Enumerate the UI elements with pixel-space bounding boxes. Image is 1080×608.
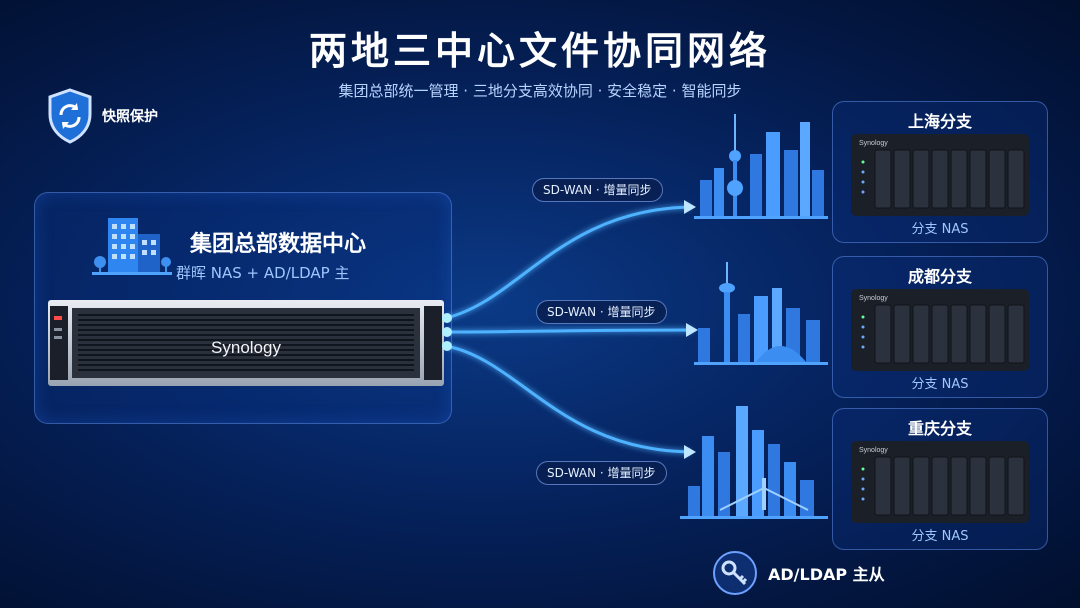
nas-status-led [861,345,865,349]
nas-drive-bay [893,149,911,209]
ad-ldap-badge: AD/LDAP 主从 [712,550,885,596]
rack-vent [78,334,414,336]
nas-drive-bay [969,456,987,516]
rack-vent [78,339,414,341]
rack-vent [78,324,414,326]
skyline-chongqing-icon [680,406,828,519]
snapshot-badge: 快照保护 [46,88,158,144]
nas-drive-bay [988,456,1006,516]
branch-panel-shanghai: 上海分支 Synology 分支 NAS [832,101,1048,243]
nas-drive-bay [931,149,949,209]
nas-drive-bay [988,304,1006,364]
nas-status-led [861,335,865,339]
nas-drive-bay [893,456,911,516]
nas-device-icon: Synology [851,441,1029,523]
page-subtitle: 集团总部统一管理 · 三地分支高效协同 · 安全稳定 · 智能同步 [338,82,742,100]
nas-drive-bay [874,304,892,364]
skyline-shanghai-icon [694,114,828,219]
nas-drive-bay [969,304,987,364]
nas-device-icon: Synology [851,289,1029,371]
key-icon [713,551,757,595]
branch-name: 重庆分支 [907,419,972,438]
nas-drive-bay [874,149,892,209]
nas-status-led [861,170,865,174]
svg-text:Synology: Synology [859,140,888,147]
rack-vent [78,314,414,316]
rack-vent [78,349,414,351]
nas-drive-bay [912,149,930,209]
nas-drive-bay [912,304,930,364]
arrow-head-chengdu [686,323,698,337]
page-title: 两地三中心文件协同网络 [308,29,771,73]
rack-server: Synology [48,300,444,386]
branch-nas-label: 分支 NAS [911,222,969,237]
nas-status-led [861,467,865,471]
snapshot-label: 快照保护 [102,109,158,125]
svg-text:Synology: Synology [859,447,888,454]
link-line-chongqing [445,344,691,454]
rack-brand: Synology [211,338,281,357]
shield-refresh-icon [48,88,92,144]
nas-drive-bay [1007,304,1025,364]
rack-vent [78,319,414,321]
nas-drive-bay [931,456,949,516]
branch-panel-chongqing: 重庆分支 Synology 分支 NAS [832,408,1048,550]
nas-status-led [861,315,865,319]
nas-status-led [861,190,865,194]
arrow-head-chongqing [684,445,696,459]
nas-drive-bay [969,149,987,209]
office-building-icon [92,218,172,275]
link-node [442,313,452,323]
arrow-head-shanghai [684,200,696,214]
nas-status-led [861,325,865,329]
rack-vent [78,369,414,371]
link-label-chongqing: SD-WAN · 增量同步 [536,461,667,485]
rack-vent [78,329,414,331]
nas-drive-bay [988,149,1006,209]
nas-drive-bay [893,304,911,364]
skyline-chengdu-icon [694,262,828,365]
branch-name: 上海分支 [907,112,972,131]
ad-ldap-label: AD/LDAP 主从 [768,565,885,584]
rack-vent [78,354,414,356]
link-node [442,327,452,337]
rack-vent [78,359,414,361]
nas-status-led [861,497,865,501]
branch-name: 成都分支 [907,267,972,286]
link-line-chengdu [445,328,693,334]
branch-nas-label: 分支 NAS [911,377,969,392]
nas-status-led [861,180,865,184]
rack-vent [78,364,414,366]
hq-title: 集团总部数据中心 [190,232,367,257]
nas-drive-bay [1007,149,1025,209]
link-label-shanghai: SD-WAN · 增量同步 [532,178,663,202]
nas-status-led [861,477,865,481]
branch-panel-chengdu: 成都分支 Synology 分支 NAS [832,256,1048,398]
nas-drive-bay [1007,456,1025,516]
nas-status-led [861,160,865,164]
link-node [442,341,452,351]
branch-nas-label: 分支 NAS [911,529,969,544]
rack-vent [78,344,414,346]
link-line-shanghai [445,205,691,320]
nas-drive-bay [931,304,949,364]
nas-drive-bay [912,456,930,516]
nas-device-icon: Synology [851,134,1029,216]
link-label-chengdu: SD-WAN · 增量同步 [536,300,667,324]
nas-drive-bay [874,456,892,516]
svg-text:Synology: Synology [859,295,888,302]
nas-drive-bay [950,149,968,209]
nas-drive-bay [950,456,968,516]
hq-subtitle: 群晖 NAS + AD/LDAP 主 [176,264,350,282]
nas-drive-bay [950,304,968,364]
nas-status-led [861,487,865,491]
